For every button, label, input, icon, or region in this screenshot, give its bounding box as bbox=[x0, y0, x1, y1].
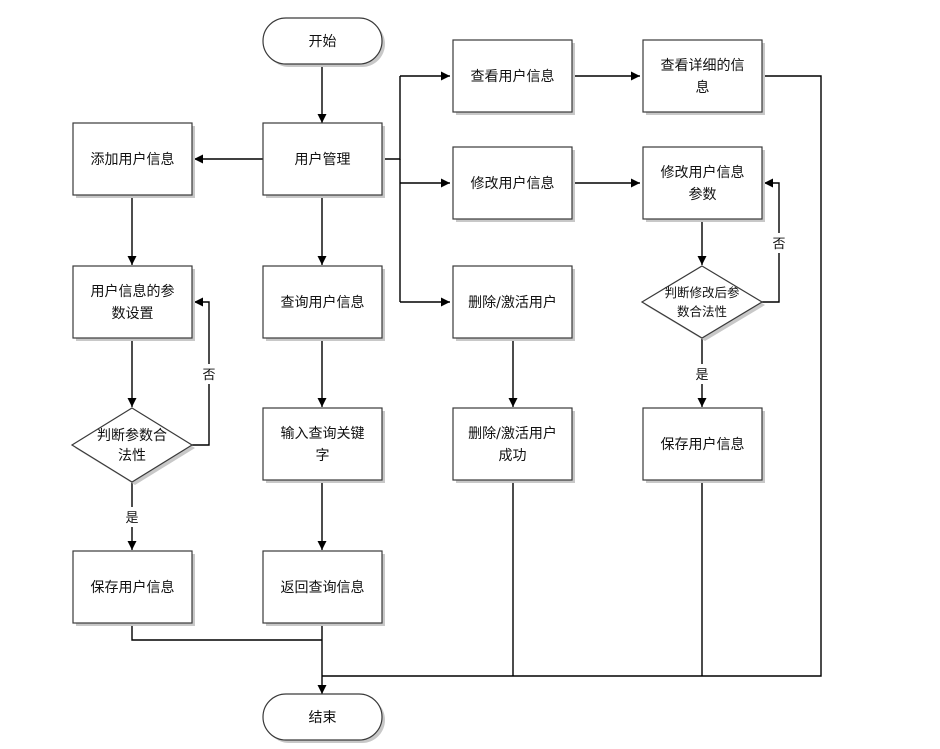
end-label: 结束 bbox=[309, 710, 337, 726]
modify-params-node: 修改用户信息 参数 bbox=[642, 146, 765, 222]
view-detail-node: 查看详细的信 息 bbox=[642, 39, 765, 115]
end-node: 结束 bbox=[262, 693, 385, 743]
start-label: 开始 bbox=[309, 34, 337, 50]
judge-right-label-line2: 数合法性 bbox=[677, 304, 727, 319]
view-user-node: 查看用户信息 bbox=[452, 39, 575, 115]
save-right-node: 保存用户信息 bbox=[642, 407, 765, 483]
view-detail-label-line2: 息 bbox=[696, 79, 710, 96]
add-user-label: 添加用户信息 bbox=[91, 151, 175, 168]
query-user-label: 查询用户信息 bbox=[281, 294, 365, 311]
view-user-label: 查看用户信息 bbox=[471, 68, 555, 85]
judge-left-label-line2: 法性 bbox=[118, 448, 146, 464]
delete-user-node: 删除/激活用户 bbox=[452, 265, 575, 341]
modify-params-label-line1: 修改用户信息 bbox=[661, 164, 745, 181]
left-no-label: 否 bbox=[202, 368, 215, 383]
return-query-node: 返回查询信息 bbox=[262, 550, 385, 626]
modify-params-label-line2: 参数 bbox=[689, 186, 717, 203]
input-keyword-node: 输入查询关键 字 bbox=[262, 407, 385, 483]
return-query-label: 返回查询信息 bbox=[281, 579, 365, 596]
connectors bbox=[127, 64, 822, 694]
param-set-label-line2: 数设置 bbox=[112, 306, 154, 322]
user-management-node: 用户管理 bbox=[262, 122, 385, 198]
delete-success-label-line1: 删除/激活用户 bbox=[468, 425, 557, 442]
save-left-label: 保存用户信息 bbox=[91, 579, 175, 596]
delete-success-node: 删除/激活用户 成功 bbox=[452, 407, 575, 483]
modify-user-node: 修改用户信息 bbox=[452, 146, 575, 222]
delete-user-label: 删除/激活用户 bbox=[468, 294, 557, 311]
user-management-label: 用户管理 bbox=[295, 151, 351, 168]
save-right-label: 保存用户信息 bbox=[661, 436, 745, 453]
right-yes-label: 是 bbox=[695, 368, 708, 383]
judge-right-node: 判断修改后参 数合法性 bbox=[640, 265, 765, 341]
judge-left-label-line1: 判断参数合 bbox=[97, 427, 167, 444]
left-yes-label: 是 bbox=[125, 511, 138, 526]
save-left-node: 保存用户信息 bbox=[72, 550, 195, 626]
judge-left-node: 判断参数合 法性 bbox=[70, 407, 195, 485]
delete-success-label-line2: 成功 bbox=[499, 448, 527, 464]
judge-right-label-line1: 判断修改后参 bbox=[664, 285, 740, 300]
param-set-label-line1: 用户信息的参 bbox=[91, 283, 175, 300]
query-user-node: 查询用户信息 bbox=[262, 265, 385, 341]
right-no-label: 否 bbox=[772, 237, 785, 252]
add-user-node: 添加用户信息 bbox=[72, 122, 195, 198]
param-set-node: 用户信息的参 数设置 bbox=[72, 265, 195, 341]
view-detail-label-line1: 查看详细的信 bbox=[661, 58, 745, 74]
input-keyword-label-line1: 输入查询关键 bbox=[281, 426, 365, 442]
input-keyword-label-line2: 字 bbox=[316, 448, 330, 464]
edge-detail-to-merge bbox=[322, 75, 822, 677]
modify-user-label: 修改用户信息 bbox=[471, 175, 555, 192]
edge-save-left-to-merge bbox=[131, 624, 322, 641]
start-node: 开始 bbox=[262, 17, 385, 67]
